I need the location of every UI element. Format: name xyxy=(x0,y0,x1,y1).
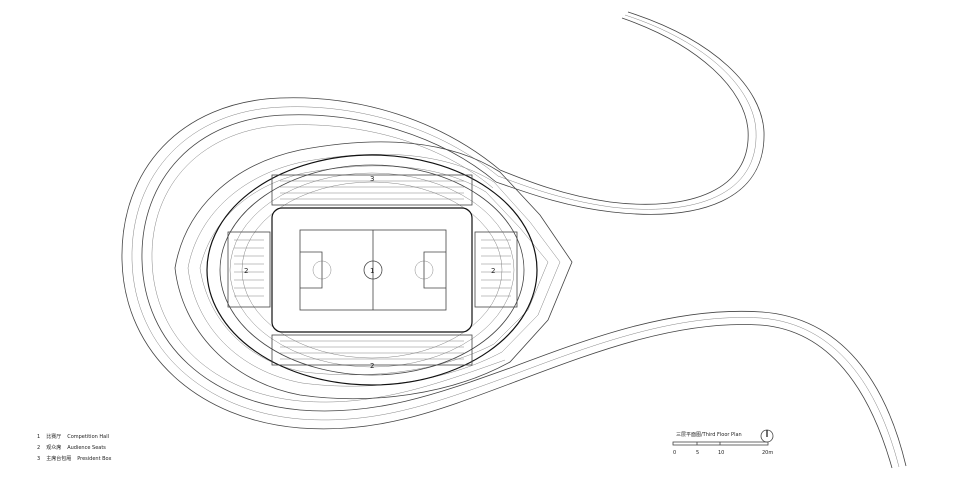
label-seats-left: 2 xyxy=(244,267,248,275)
label-hall: 1 xyxy=(370,267,374,275)
roof-ribbon-loop xyxy=(121,97,521,430)
roof-ribbon-lower xyxy=(509,310,907,469)
label-seats-right: 2 xyxy=(491,267,495,275)
scale-tick: 5 xyxy=(696,450,700,456)
plan-title: 三层平面图/Third Floor Plan xyxy=(676,432,742,438)
north-arrow-icon xyxy=(760,429,774,443)
scale-tick: 20m xyxy=(762,450,774,456)
competition-hall xyxy=(271,207,473,333)
plan-labels: 1 2 2 2 3 xyxy=(244,175,495,370)
label-president-box: 3 xyxy=(370,175,374,183)
scale-bar-labels: 0 5 10 20m xyxy=(670,450,780,460)
scale-tick: 10 xyxy=(718,450,725,456)
label-seats-bottom: 2 xyxy=(370,362,374,370)
scale-tick: 0 xyxy=(673,450,677,456)
roof-ribbon-upper xyxy=(495,11,765,215)
seating-bowl xyxy=(206,154,538,386)
seat-blocks xyxy=(227,174,518,366)
scale-bar xyxy=(672,441,769,446)
